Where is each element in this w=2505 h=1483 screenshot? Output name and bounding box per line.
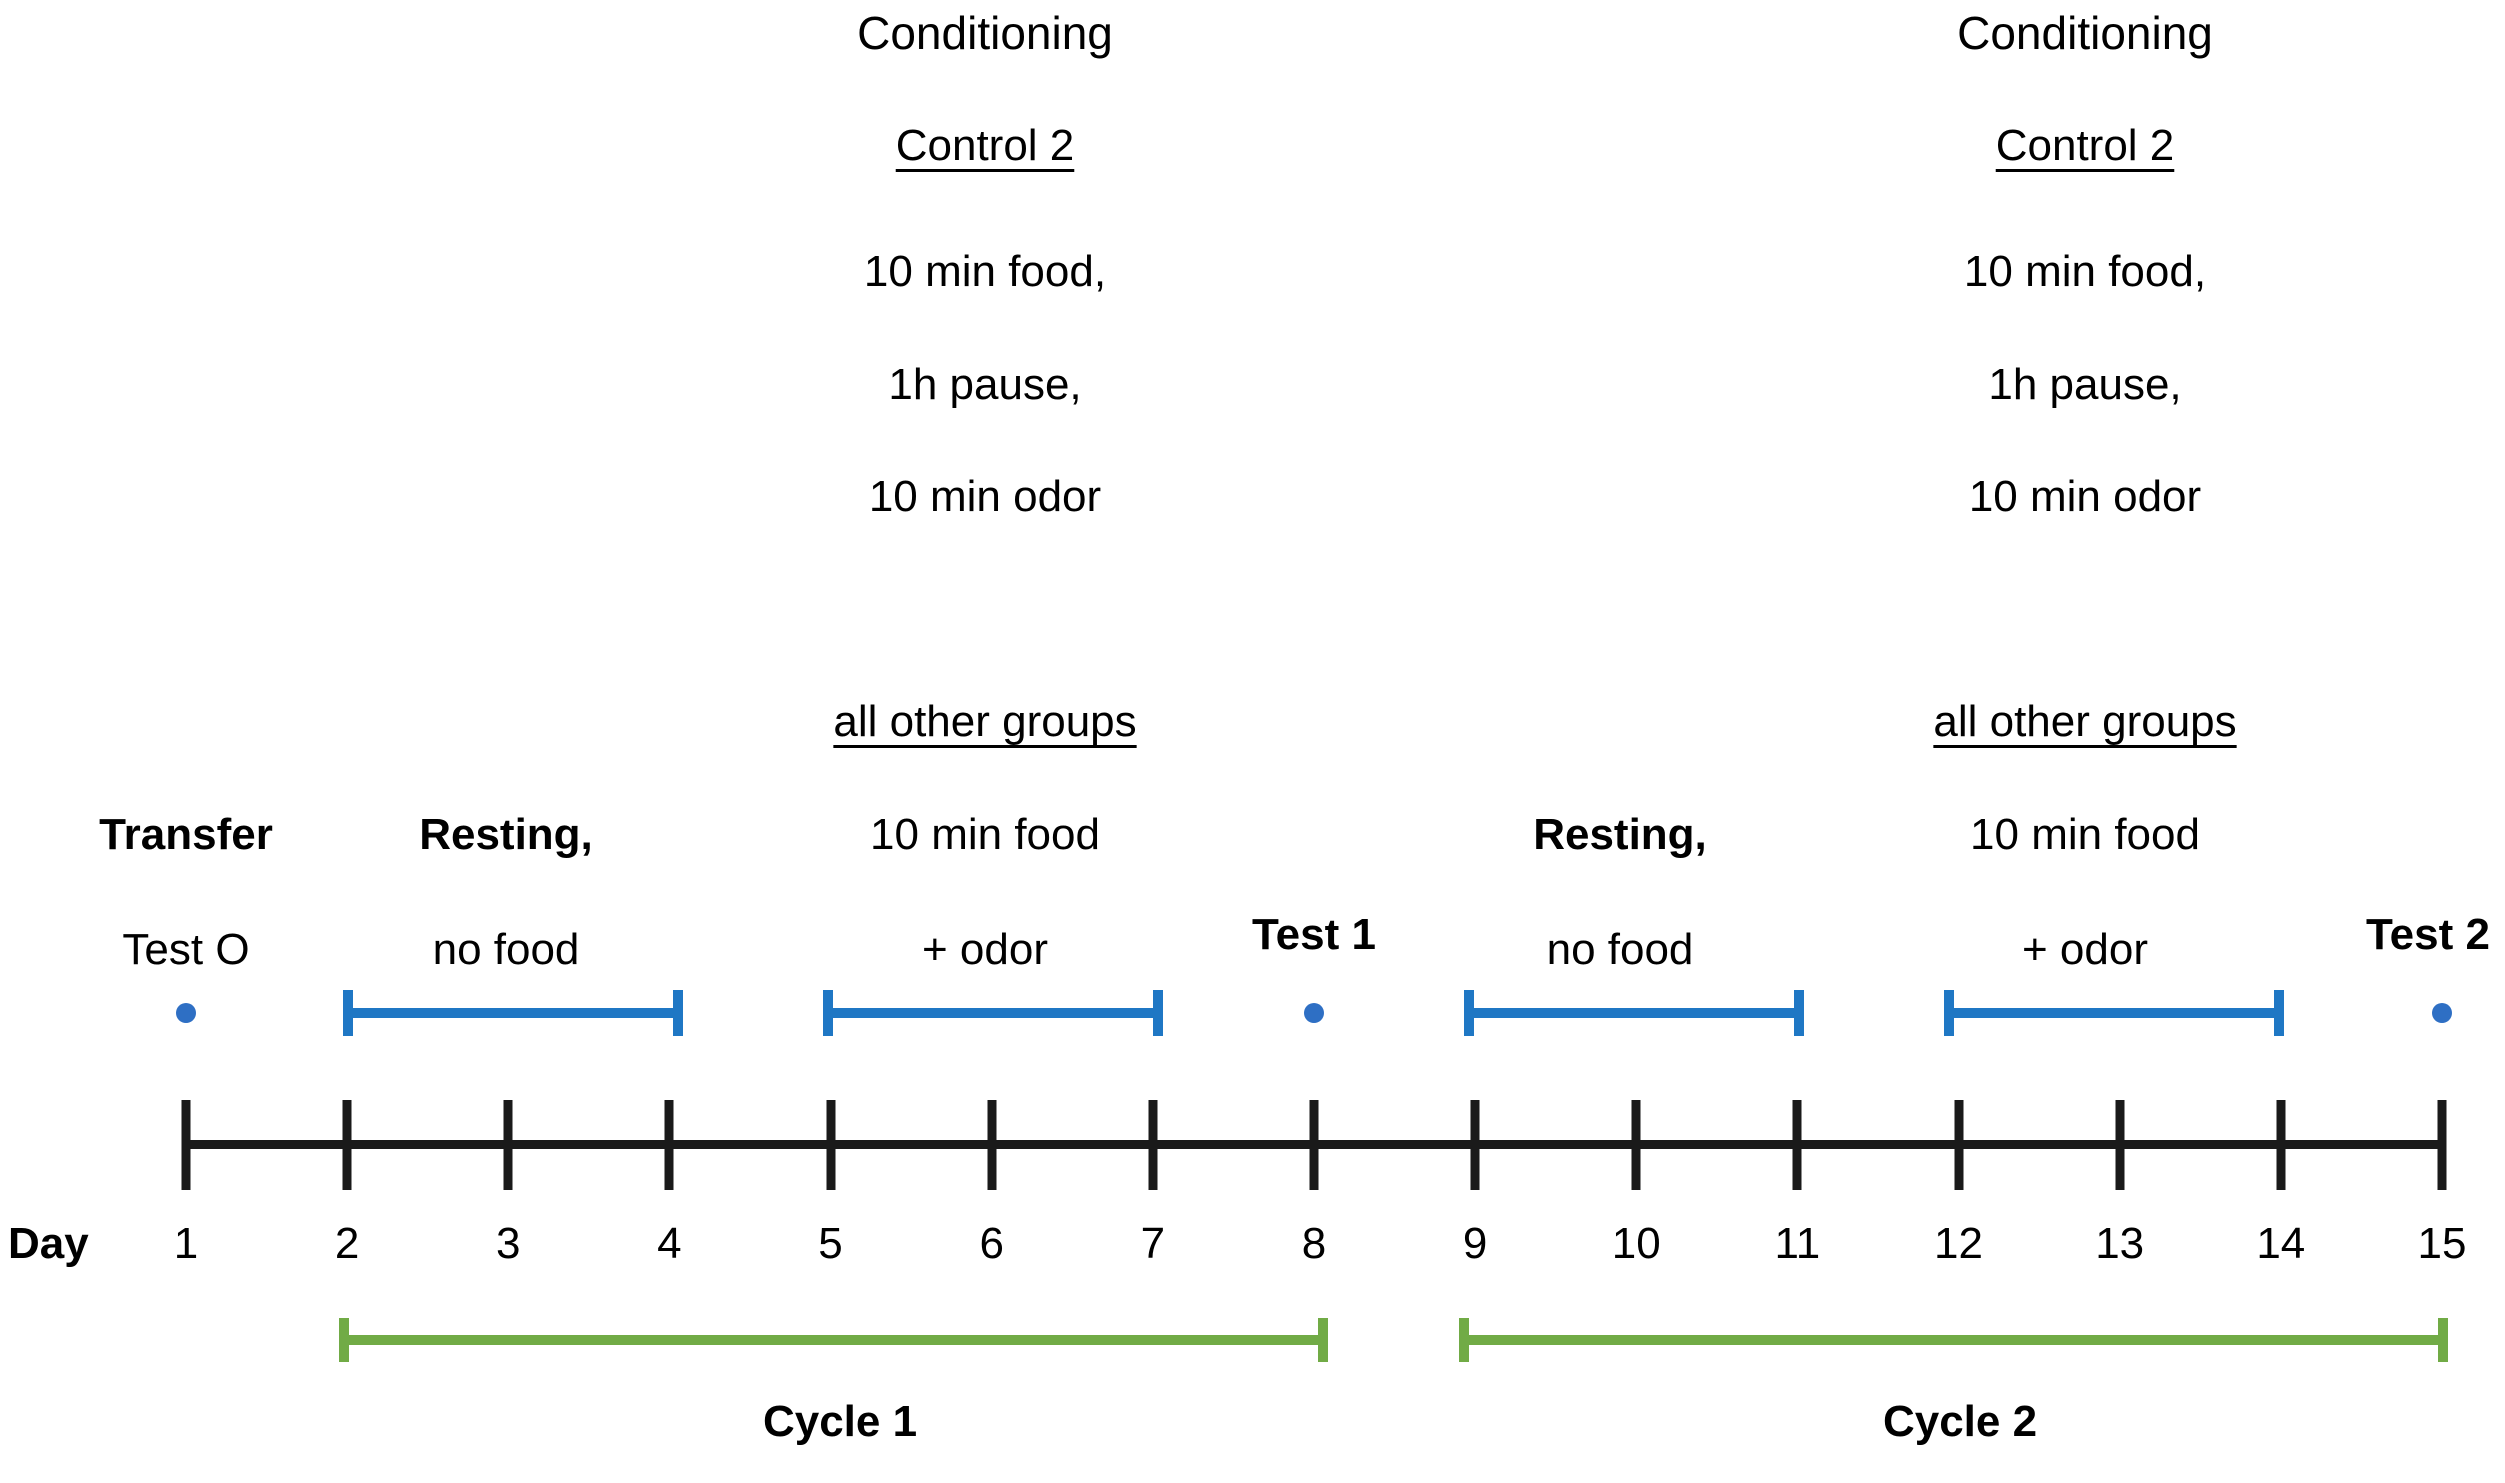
day-tick-1 <box>181 1099 191 1190</box>
other-groups-label-1: all other groups <box>833 697 1137 746</box>
day-number-7: 7 <box>1140 1219 1166 1268</box>
bracket-bar <box>1464 1008 1804 1018</box>
cycle-bracket-2 <box>1459 1318 2448 1362</box>
cycle-2-label: Cycle 2 <box>1882 1397 2038 1446</box>
cycle-1-label: Cycle 1 <box>762 1397 918 1446</box>
bracket-cap-right <box>2438 1318 2448 1362</box>
bracket-cap-right <box>1153 990 1163 1036</box>
conditioning-line-2-1: 1h pause, <box>1988 360 2182 409</box>
conditioning-line-1-0: 10 min food, <box>863 247 1107 296</box>
bracket-cap-right <box>673 990 683 1036</box>
day-tick-4 <box>664 1099 674 1190</box>
resting-label-1-line1: Resting, <box>419 810 593 859</box>
other-groups-label-2: all other groups <box>1933 697 2237 746</box>
bracket-bar <box>1944 1008 2284 1018</box>
period-bracket-odor-1 <box>823 990 1163 1036</box>
bracket-bar <box>343 1008 683 1018</box>
day-tick-2 <box>342 1099 352 1190</box>
day-tick-15 <box>2437 1099 2447 1190</box>
resting-label-1-line2: no food <box>432 925 580 974</box>
resting-label-2-line2: no food <box>1546 925 1694 974</box>
conditioning-line-1-1: 1h pause, <box>888 360 1082 409</box>
conditioning-heading-1: Conditioning <box>857 7 1113 59</box>
day-tick-6 <box>987 1099 997 1190</box>
day-tick-10 <box>1631 1099 1641 1190</box>
other-groups-line-1-1: + odor <box>922 925 1048 974</box>
other-groups-line-2-0: 10 min food <box>1970 810 2200 859</box>
conditioning-line-2-0: 10 min food, <box>1963 247 2207 296</box>
day-tick-14 <box>2276 1099 2286 1190</box>
day-tick-3 <box>503 1099 513 1190</box>
day-axis-label: Day <box>8 1219 89 1268</box>
day-tick-9 <box>1470 1099 1480 1190</box>
day-tick-8 <box>1309 1099 1319 1190</box>
day-number-15: 15 <box>2417 1219 2467 1268</box>
day-number-4: 4 <box>657 1219 682 1268</box>
conditioning-group-label-1: Control 2 <box>895 121 1075 170</box>
day-tick-12 <box>1954 1099 1964 1190</box>
day-tick-11 <box>1792 1099 1802 1190</box>
other-groups-line-1-0: 10 min food <box>870 810 1100 859</box>
test-0-label: Test O <box>122 925 250 974</box>
day-number-1: 1 <box>173 1219 199 1268</box>
test-1-dot <box>1304 1003 1324 1023</box>
day-number-5: 5 <box>818 1219 843 1268</box>
conditioning-line-1-2: 10 min odor <box>868 472 1102 521</box>
bracket-cap-right <box>2274 990 2284 1036</box>
day-number-8: 8 <box>1301 1219 1327 1268</box>
day-number-12: 12 <box>1934 1219 1984 1268</box>
bracket-cap-right <box>1794 990 1804 1036</box>
bracket-bar <box>1459 1335 2448 1345</box>
other-groups-line-2-1: + odor <box>2022 925 2148 974</box>
period-bracket-odor-2 <box>1944 990 2284 1036</box>
bracket-bar <box>339 1335 1328 1345</box>
conditioning-group-label-2: Control 2 <box>1995 121 2175 170</box>
day-number-9: 9 <box>1462 1219 1488 1268</box>
day-number-14: 14 <box>2256 1219 2306 1268</box>
bracket-bar <box>823 1008 1163 1018</box>
transfer-label: Transfer <box>99 810 273 859</box>
day-number-11: 11 <box>1774 1219 1821 1268</box>
test-2-label: Test 2 <box>2366 910 2490 959</box>
period-bracket-resting-2 <box>1464 990 1804 1036</box>
day-number-10: 10 <box>1611 1219 1661 1268</box>
resting-label-2-line1: Resting, <box>1533 810 1707 859</box>
test-1-label: Test 1 <box>1252 910 1376 959</box>
bracket-cap-right <box>1318 1318 1328 1362</box>
conditioning-heading-2: Conditioning <box>1957 7 2213 59</box>
day-tick-7 <box>1148 1099 1158 1190</box>
cycle-bracket-1 <box>339 1318 1328 1362</box>
test-0-dot <box>176 1003 196 1023</box>
test-2-dot <box>2432 1003 2452 1023</box>
day-number-13: 13 <box>2095 1219 2145 1268</box>
conditioning-line-2-2: 10 min odor <box>1968 472 2202 521</box>
day-tick-5 <box>826 1099 836 1190</box>
period-bracket-resting-1 <box>343 990 683 1036</box>
day-number-6: 6 <box>979 1219 1004 1268</box>
day-number-2: 2 <box>334 1219 360 1268</box>
day-number-3: 3 <box>496 1219 521 1268</box>
day-tick-13 <box>2115 1099 2125 1190</box>
